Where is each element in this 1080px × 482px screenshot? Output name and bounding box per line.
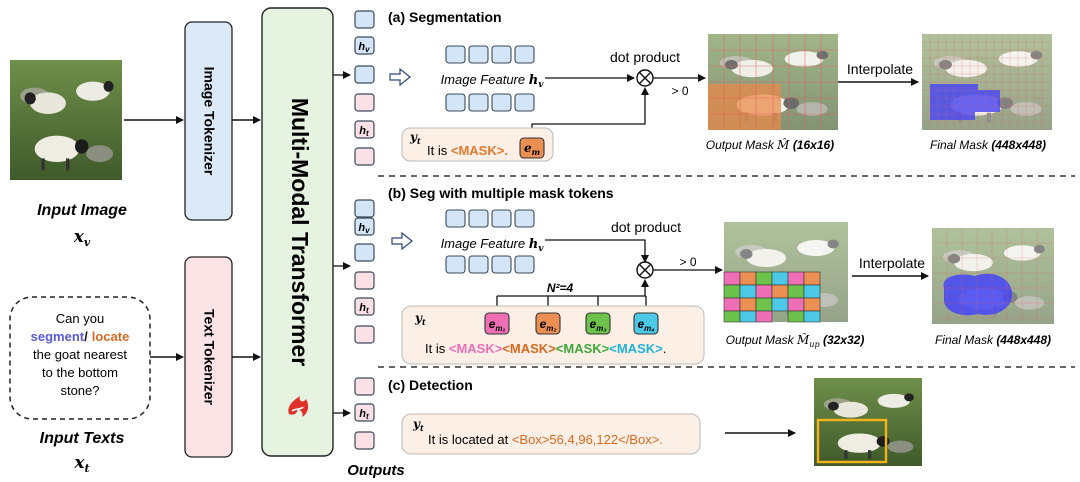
det-caption-box — [401, 413, 701, 455]
seg-final-label: Final Mask (448x448) — [930, 138, 1046, 152]
det-title: (c) Detection — [388, 377, 473, 393]
seg-caption-text: It is <MASK>. — [427, 143, 508, 158]
multi-caption-text: It is <MASK><MASK><MASK><MASK>. — [425, 341, 666, 356]
seg-em-token — [519, 137, 545, 159]
multi-yt: yt — [414, 311, 426, 327]
det-result-image — [814, 378, 922, 466]
seg-caption-box — [401, 127, 554, 162]
image-tokenizer — [184, 21, 233, 221]
svg-text:em₄: em₄ — [637, 317, 654, 333]
multi-output-mask — [723, 222, 848, 323]
svg-text:segment/locate: segment/locate — [31, 329, 130, 344]
svg-text:em₃: em₃ — [590, 317, 607, 333]
svg-text:hv: hv — [358, 222, 370, 235]
flame-icon — [288, 396, 309, 417]
input-texts-var: xt — [73, 453, 89, 475]
output-tokens — [354, 10, 375, 450]
multi-final-label: Final Mask (448x448) — [935, 333, 1051, 347]
outputs-label: Outputs — [347, 462, 405, 479]
multi-modal-transformer — [261, 7, 334, 457]
seg-hollow-arrow — [389, 67, 411, 87]
svg-text:to the bottom: to the bottom — [42, 365, 118, 380]
text-prompt-bubble — [9, 296, 151, 420]
multi-dot-product-label: dot product — [611, 219, 681, 235]
multi-arrow-feature-to-dot — [545, 239, 649, 263]
multi-threshold: > 0 — [679, 255, 696, 269]
multi-feature-label: Image Feature hv — [441, 236, 545, 254]
seg-em-label: em — [524, 141, 540, 157]
multi-interpolate-label: Interpolate — [859, 255, 925, 271]
svg-text:em₂: em₂ — [540, 317, 557, 333]
svg-text:em₁: em₁ — [489, 317, 506, 333]
svg-text:ht: ht — [359, 302, 369, 315]
multi-output-label: Output Mask M̂up (32x32) — [726, 332, 865, 349]
image-tokenizer-label: Image Tokenizer — [201, 67, 217, 176]
multi-caption-box — [401, 305, 705, 365]
seg-feature-label: Image Feature hv — [441, 72, 545, 90]
svg-text:hv: hv — [358, 41, 370, 54]
det-bounding-box — [816, 418, 888, 464]
input-image-var: xv — [73, 227, 91, 249]
output-token-labels: hv ht hv ht ht — [358, 41, 370, 421]
text-prompt: Can you segment/locate the goat nearest … — [31, 311, 130, 398]
transformer-label: Multi-Modal Transformer — [287, 98, 313, 366]
seg-final-mask — [922, 34, 1052, 130]
svg-text:the goat nearest: the goat nearest — [33, 347, 127, 362]
seg-threshold: > 0 — [671, 84, 688, 98]
seg-output-label: Output Mask M̂ (16x16) — [706, 137, 834, 152]
seg-interpolate-label: Interpolate — [847, 61, 913, 77]
text-tokenizer-label: Text Tokenizer — [201, 309, 217, 406]
multi-dot-product-icon — [636, 261, 654, 279]
det-caption-text: It is located at <Box>56,4,96,122</Box>. — [428, 432, 663, 447]
svg-text:ht: ht — [359, 125, 369, 138]
seg-dot-product-label: dot product — [610, 49, 680, 65]
seg-yt: yt — [409, 130, 421, 146]
seg-feature-tokens — [445, 45, 535, 112]
multi-e-labels: em₁ em₂ em₃ em₄ — [489, 317, 655, 333]
seg-dot-product-icon — [636, 69, 654, 87]
multi-title: (b) Seg with multiple mask tokens — [388, 185, 614, 201]
svg-text:ht: ht — [359, 408, 369, 421]
svg-text:stone?: stone? — [60, 383, 99, 398]
multi-feature-tokens — [445, 209, 535, 274]
multi-n2-label: N²=4 — [547, 281, 574, 295]
seg-title: (a) Segmentation — [388, 9, 502, 25]
svg-text:Can you: Can you — [56, 311, 104, 326]
multi-e-tokens — [484, 312, 659, 335]
input-image-label: Input Image — [37, 202, 127, 219]
multi-final-mask — [932, 228, 1054, 324]
input-texts-label: Input Texts — [40, 430, 125, 447]
det-yt: yt — [412, 417, 424, 433]
input-image — [10, 60, 122, 180]
seg-output-mask — [708, 34, 838, 130]
multi-hollow-arrow — [391, 231, 413, 251]
